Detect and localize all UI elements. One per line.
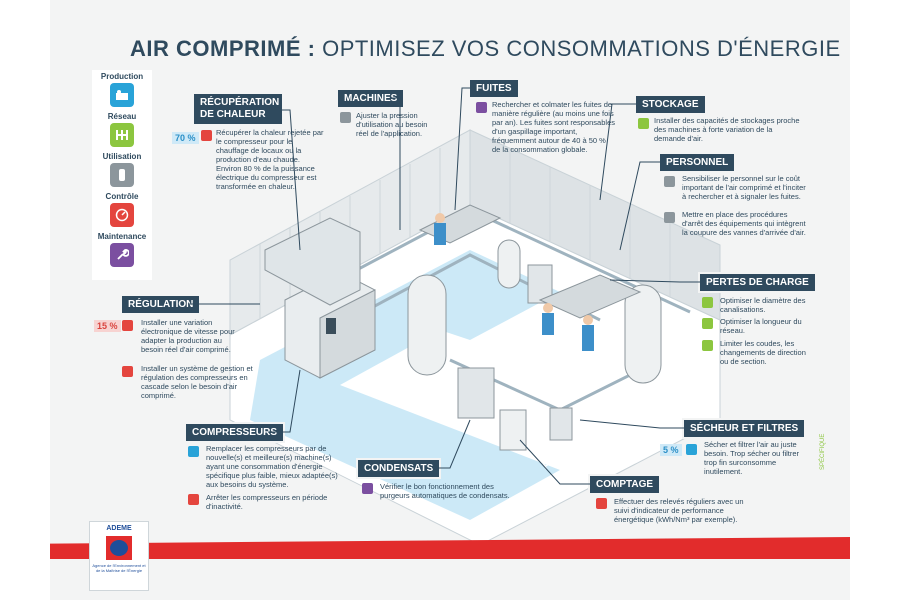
logo-name: ADEME [106,525,132,532]
pipe-network-icon [702,340,713,351]
air-tank-right [624,284,662,384]
callout-title-comptage: COMPTAGE [590,476,660,493]
wrench-icon [110,243,134,267]
legend-label: Utilisation [102,152,142,161]
callout-text-pertes-1: Optimiser le diamètre des canalisations. [720,296,806,314]
legend-label: Contrôle [105,192,139,201]
pipe-network-icon [638,118,649,129]
production-floor-zone [250,250,560,520]
callout-text-comptage: Effectuer des relevés réguliers avec un … [614,497,744,524]
callout-title-stockage: STOCKAGE [636,96,705,113]
gauge-icon [201,130,212,141]
callout-title-condensats: CONDENSATS [358,460,440,477]
callout-text-pertes-3: Limiter les coudes, les changements de d… [720,339,806,366]
tool-icon [110,163,134,187]
title-bold: AIR COMPRIMÉ : [130,36,316,61]
legend-item-utilisation: Utilisation [92,152,152,187]
compressor-icon [110,83,134,107]
callout-text-pertes-2: Optimiser la longueur du réseau. [720,317,802,335]
gauge-icon [596,498,607,509]
legend-label: Maintenance [97,232,147,241]
ademe-logo: ADEME Agence de l'Environnement et de la… [89,521,149,591]
air-tank-back [497,239,521,289]
percent-badge-regulation: 15 % [94,320,121,332]
callout-title-compresseurs: COMPRESSEURS [186,424,284,441]
back-wall-right [469,129,721,321]
percent-badge-recuperation: 70 % [172,132,199,144]
legend-item-reseau: Réseau [92,112,152,147]
tool-icon [664,212,675,223]
air-tank-left [407,274,447,376]
gauge-icon [122,366,133,377]
gauge-icon [188,494,199,505]
compressor-icon [686,444,697,455]
callout-text-personnel-2: Mettre en place des procédures d'arrêt d… [682,210,806,237]
tool-icon [664,176,675,187]
ademe-emblem-icon [106,536,132,560]
callout-title-fuites: FUITES [470,80,518,97]
legend-item-maintenance: Maintenance [92,232,152,267]
callout-text-fuites: Rechercher et colmater les fuites de man… [492,100,615,154]
vendor-credit: SPÉCIFIQUE [820,433,826,470]
wrench-icon [362,483,373,494]
pipe-network-icon [110,123,134,147]
poster-title: AIR COMPRIMÉ : OPTIMISEZ VOS CONSOMMATIO… [130,36,841,62]
wrench-icon [476,102,487,113]
callout-text-personnel-1: Sensibiliser le personnel sur le coût im… [682,174,806,201]
callout-title-machines: MACHINES [338,90,404,107]
bottom-red-band [50,537,850,559]
callout-title-personnel: PERSONNEL [660,154,735,171]
tool-icon [340,112,351,123]
callout-text-compresseurs-1: Remplacer les compresseurs par de nouvel… [206,444,338,489]
callout-text-recuperation: Récupérer la chaleur rejetée par le comp… [216,128,324,191]
legend-item-production: Production [92,72,152,107]
percent-badge-secheur: 5 % [660,444,682,456]
gauge-icon [122,320,133,331]
callout-title-regulation: RÉGULATION [122,296,200,313]
legend-item-controle: Contrôle [92,192,152,227]
callout-text-stockage: Installer des capacités de stockages pro… [654,116,800,143]
legend-label: Réseau [107,112,137,121]
callout-title-recuperation: RÉCUPÉRATION DE CHALEUR [194,94,282,124]
gauge-icon [110,203,134,227]
callout-text-regulation-2: Installer un système de gestion et régul… [141,364,253,400]
logo-subtitle: Agence de l'Environnement et de la Maîtr… [92,563,146,573]
callout-text-condensats: Vérifier le bon fonctionnement des purge… [380,482,510,500]
pipe-network-icon [702,318,713,329]
pipe-network-icon [702,297,713,308]
callout-text-compresseurs-2: Arrêter les compresseurs en période d'in… [206,493,328,511]
legend-label: Production [100,72,144,81]
title-rest: OPTIMISEZ VOS CONSOMMATIONS D'ÉNERGIE [322,36,841,61]
callout-text-secheur: Sécher et filtrer l'air au juste besoin.… [704,440,800,476]
callout-title-pertes: PERTES DE CHARGE [700,274,815,291]
legend-panel: Production Réseau Utilisation Contrôle M… [92,70,152,280]
compressor-icon [188,446,199,457]
callout-text-machines: Ajuster la pression d'utilisation au bes… [356,111,428,138]
callout-text-regulation-1: Installer une variation électronique de … [141,318,235,354]
dryer-unit [457,367,495,419]
callout-title-secheur: SÉCHEUR ET FILTRES [684,420,805,437]
